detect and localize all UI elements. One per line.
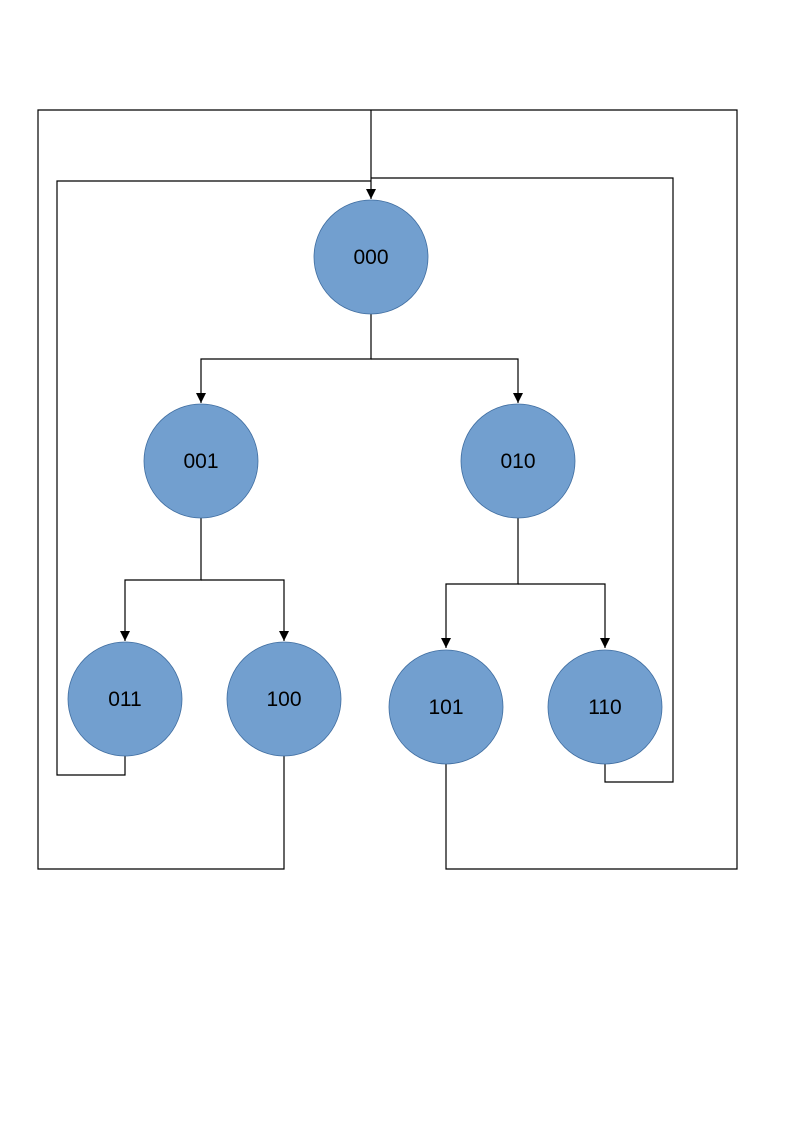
- state-label-101: 101: [428, 696, 463, 719]
- state-label-011: 011: [108, 688, 141, 711]
- edge-101-to-000: [371, 109, 738, 870]
- edge-110-to-000: [371, 177, 674, 783]
- state-node-000: 000: [313, 199, 429, 315]
- state-label-110: 110: [588, 696, 621, 719]
- edge-010-to-110: [518, 583, 610, 648]
- state-node-101: 101: [388, 649, 504, 765]
- state-label-100: 100: [266, 688, 301, 711]
- edge-000-to-001: [196, 314, 372, 403]
- state-node-100: 100: [226, 641, 342, 757]
- state-node-011: 011: [67, 641, 183, 757]
- state-node-110: 110: [547, 649, 663, 765]
- state-label-001: 001: [183, 450, 218, 473]
- state-label-010: 010: [500, 450, 535, 473]
- edge-001-to-011: [120, 518, 202, 641]
- state-label-000: 000: [353, 246, 388, 269]
- edge-010-to-101: [441, 518, 519, 648]
- edge-100-to-000: [37, 109, 371, 870]
- state-node-010: 010: [460, 403, 576, 519]
- edge-001-to-100: [201, 579, 289, 641]
- edge-000-to-010: [371, 358, 523, 403]
- state-node-001: 001: [143, 403, 259, 519]
- edge-011-to-000: [56, 180, 371, 776]
